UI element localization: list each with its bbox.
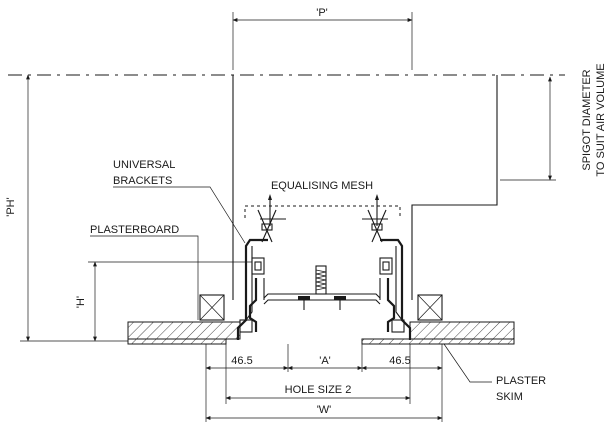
dimension-spigot [500, 76, 556, 181]
spigot-label-line1: SPIGOT DIAMETER [581, 69, 593, 170]
universal-brackets-leader [113, 186, 246, 244]
timber-block-left [199, 294, 225, 321]
plaster-skim-right [361, 338, 515, 345]
plasterboard-leader [90, 235, 199, 320]
equalising-mesh [244, 205, 401, 218]
diffuser-body [239, 257, 405, 333]
dimension-p-label: 'P' [316, 7, 328, 19]
equalising-mesh-label: EQUALISING MESH [271, 180, 373, 192]
ceiling-slab-left [127, 321, 241, 340]
universal-brackets-label-line1: UNIVERSAL [113, 159, 175, 171]
plasterboard-label: PLASTERBOARD [90, 224, 179, 236]
dimension-p [232, 12, 413, 70]
dimension-w-label: 'W' [317, 404, 332, 416]
bottom-extension-lines [205, 344, 443, 422]
plaster-skim-left [127, 338, 227, 345]
dimension-h-label: 'H' [75, 296, 87, 308]
plaster-skim-label-line2: SKIM [496, 391, 523, 403]
plaster-skim-label-line1: PLASTER [496, 375, 546, 387]
dimension-h [88, 261, 252, 342]
right-offset-label: 46.5 [389, 355, 410, 367]
plaster-skim-leader [443, 343, 492, 383]
dimension-ph-label: 'PH' [5, 197, 17, 216]
hole-size-label: HOLE SIZE 2 [285, 384, 352, 396]
timber-block-right [417, 294, 443, 321]
universal-brackets-label-line2: BRACKETS [113, 175, 172, 187]
universal-bracket-right [362, 194, 412, 340]
plenum-box [232, 75, 498, 300]
ceiling-slab-right [409, 321, 515, 340]
left-offset-label: 46.5 [231, 355, 252, 367]
dimension-a-label: 'A' [319, 355, 331, 367]
spigot-label-line2: TO SUIT AIR VOLUME [595, 63, 607, 176]
dimension-ph [20, 74, 128, 342]
